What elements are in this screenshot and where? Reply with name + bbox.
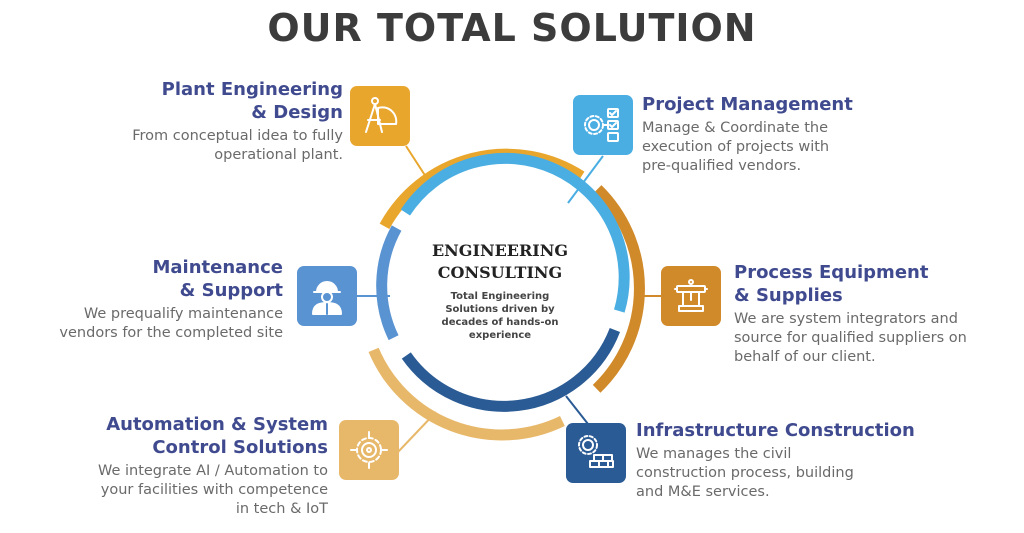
compass-protractor-icon — [350, 86, 410, 146]
ring-inner-light-blue — [400, 152, 630, 313]
solution-heading: Automation & System Control Solutions — [98, 413, 328, 459]
ring-outer-dark-orange — [592, 185, 645, 393]
connector-infrastructure — [565, 395, 589, 425]
solution-description-line: vendors for the completed site — [59, 325, 283, 341]
solution-description-line: and M&E services. — [636, 484, 770, 500]
solution-description-line: We prequalify maintenance — [83, 306, 283, 322]
solution-heading-line: & Design — [251, 102, 343, 123]
gear-checklist-icon — [573, 95, 633, 155]
center-subtitle-line: experience — [468, 330, 532, 341]
connector-project — [567, 155, 604, 204]
center-title-line: CONSULTING — [437, 263, 563, 282]
solution-description: From conceptual idea to fully operationa… — [132, 127, 343, 165]
center-subtitle-line: decades of hands-on — [441, 317, 559, 328]
solution-heading-line: Automation & System — [106, 414, 328, 435]
solution-description: We integrate AI / Automation to your fac… — [98, 462, 328, 519]
solution-heading: Plant Engineering & Design — [132, 78, 343, 124]
page-title: OUR TOTAL SOLUTION — [267, 6, 757, 50]
solution-description-line: We manages the civil — [636, 446, 792, 462]
solution-description-line: execution of projects with — [642, 139, 830, 155]
center-title-line: ENGINEERING — [431, 241, 569, 260]
solution-heading-line: Project Management — [642, 94, 853, 115]
solution-project-management: Project Management Manage & Coordinate t… — [642, 93, 853, 176]
solution-description-line: in tech & IoT — [235, 501, 328, 517]
center-hub: ENGINEERING CONSULTING Total Engineering… — [410, 240, 590, 342]
engineer-helmet-icon — [297, 266, 357, 326]
solution-heading-line: Control Solutions — [152, 437, 328, 458]
solution-heading-line: Maintenance — [152, 257, 283, 278]
solution-heading-line: Infrastructure Construction — [636, 420, 915, 441]
solution-description-line: behalf of our client. — [734, 349, 876, 365]
solution-description: Manage & Coordinate the execution of pro… — [642, 119, 853, 176]
solution-description-line: Manage & Coordinate the — [642, 120, 829, 136]
solution-automation-control: Automation & System Control Solutions We… — [98, 413, 328, 519]
solution-heading: Process Equipment & Supplies — [734, 261, 967, 307]
solution-heading: Project Management — [642, 93, 853, 116]
solution-plant-engineering: Plant Engineering & Design From conceptu… — [132, 78, 343, 165]
solution-description-line: We are system integrators and — [734, 311, 958, 327]
ring-outer-sand — [368, 347, 565, 441]
solution-maintenance-support: Maintenance & Support We prequalify main… — [59, 256, 283, 343]
solution-process-equipment: Process Equipment & Supplies We are syst… — [734, 261, 967, 367]
solution-heading: Infrastructure Construction — [636, 419, 915, 442]
solution-description-line: We integrate AI / Automation to — [97, 463, 328, 479]
solution-description: We are system integrators and source for… — [734, 310, 967, 367]
center-title: ENGINEERING CONSULTING — [410, 240, 590, 284]
center-subtitle-line: Solutions driven by — [445, 304, 555, 315]
gear-bricks-icon — [566, 423, 626, 483]
solution-heading-line: & Supplies — [734, 285, 843, 306]
ring-inner-navy — [401, 328, 621, 412]
solution-description: We prequalify maintenance vendors for th… — [59, 305, 283, 343]
gear-circuit-icon — [339, 420, 399, 480]
solution-heading-line: Plant Engineering — [161, 79, 343, 100]
solution-description-line: operational plant. — [214, 147, 343, 163]
center-subtitle: Total Engineering Solutions driven by de… — [410, 290, 590, 342]
solution-description-line: your facilities with competence — [100, 482, 328, 498]
center-subtitle-line: Total Engineering — [450, 291, 550, 302]
machine-icon — [661, 266, 721, 326]
solution-description-line: From conceptual idea to fully — [132, 128, 343, 144]
solution-description-line: source for qualified suppliers on — [734, 330, 967, 346]
solution-infrastructure-construction: Infrastructure Construction We manages t… — [636, 419, 915, 502]
solution-description: We manages the civil construction proces… — [636, 445, 915, 502]
ring-inner-steel-blue — [376, 225, 402, 341]
solution-heading: Maintenance & Support — [59, 256, 283, 302]
solution-heading-line: & Support — [179, 280, 283, 301]
solution-description-line: pre-qualified vendors. — [642, 158, 802, 174]
solution-description-line: construction process, building — [636, 465, 854, 481]
solution-heading-line: Process Equipment — [734, 262, 929, 283]
